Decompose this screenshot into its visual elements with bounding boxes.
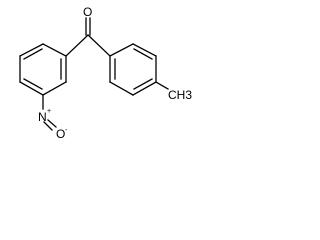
bond-carbonyl-right-ring xyxy=(87,34,111,57)
left-ring-bond-2 xyxy=(19,43,44,57)
right-ring-bond-5 xyxy=(109,81,134,96)
bond-ring-methyl xyxy=(155,81,169,90)
nitro-nitrogen-label: N xyxy=(38,110,47,124)
bond-nitrogen-oxygen xyxy=(47,119,57,128)
carbonyl-oxygen-label: O xyxy=(83,5,92,19)
bond-carbonyl-left-ring xyxy=(65,34,89,57)
bond-nitrogen-oxygen-double xyxy=(43,121,53,131)
left-benzene-ring xyxy=(19,43,67,96)
carbonyl-group xyxy=(85,17,91,36)
right-benzene-ring xyxy=(109,43,157,96)
left-ring-bond-4 xyxy=(19,81,44,96)
right-ring-inner-bond-2 xyxy=(133,78,153,90)
right-ring-bond-4 xyxy=(132,81,157,96)
right-ring-bond-2 xyxy=(132,43,157,57)
left-ring-inner-bond-1 xyxy=(23,48,43,60)
nitro-oxygen-label: O xyxy=(56,127,65,141)
nitro-group xyxy=(42,94,57,131)
left-ring-inner-bond-2 xyxy=(23,78,43,90)
chemical-structure: O N + O - CH3 xyxy=(19,5,192,141)
right-ring-bond-1 xyxy=(109,43,134,57)
left-ring-bond-1 xyxy=(42,43,67,57)
right-ring-inner-bond-1 xyxy=(133,48,153,60)
nitro-nitrogen-charge: + xyxy=(47,108,51,115)
left-ring-bond-5 xyxy=(42,81,67,96)
methyl-label: CH3 xyxy=(168,88,192,102)
nitro-oxygen-charge: - xyxy=(65,127,68,134)
